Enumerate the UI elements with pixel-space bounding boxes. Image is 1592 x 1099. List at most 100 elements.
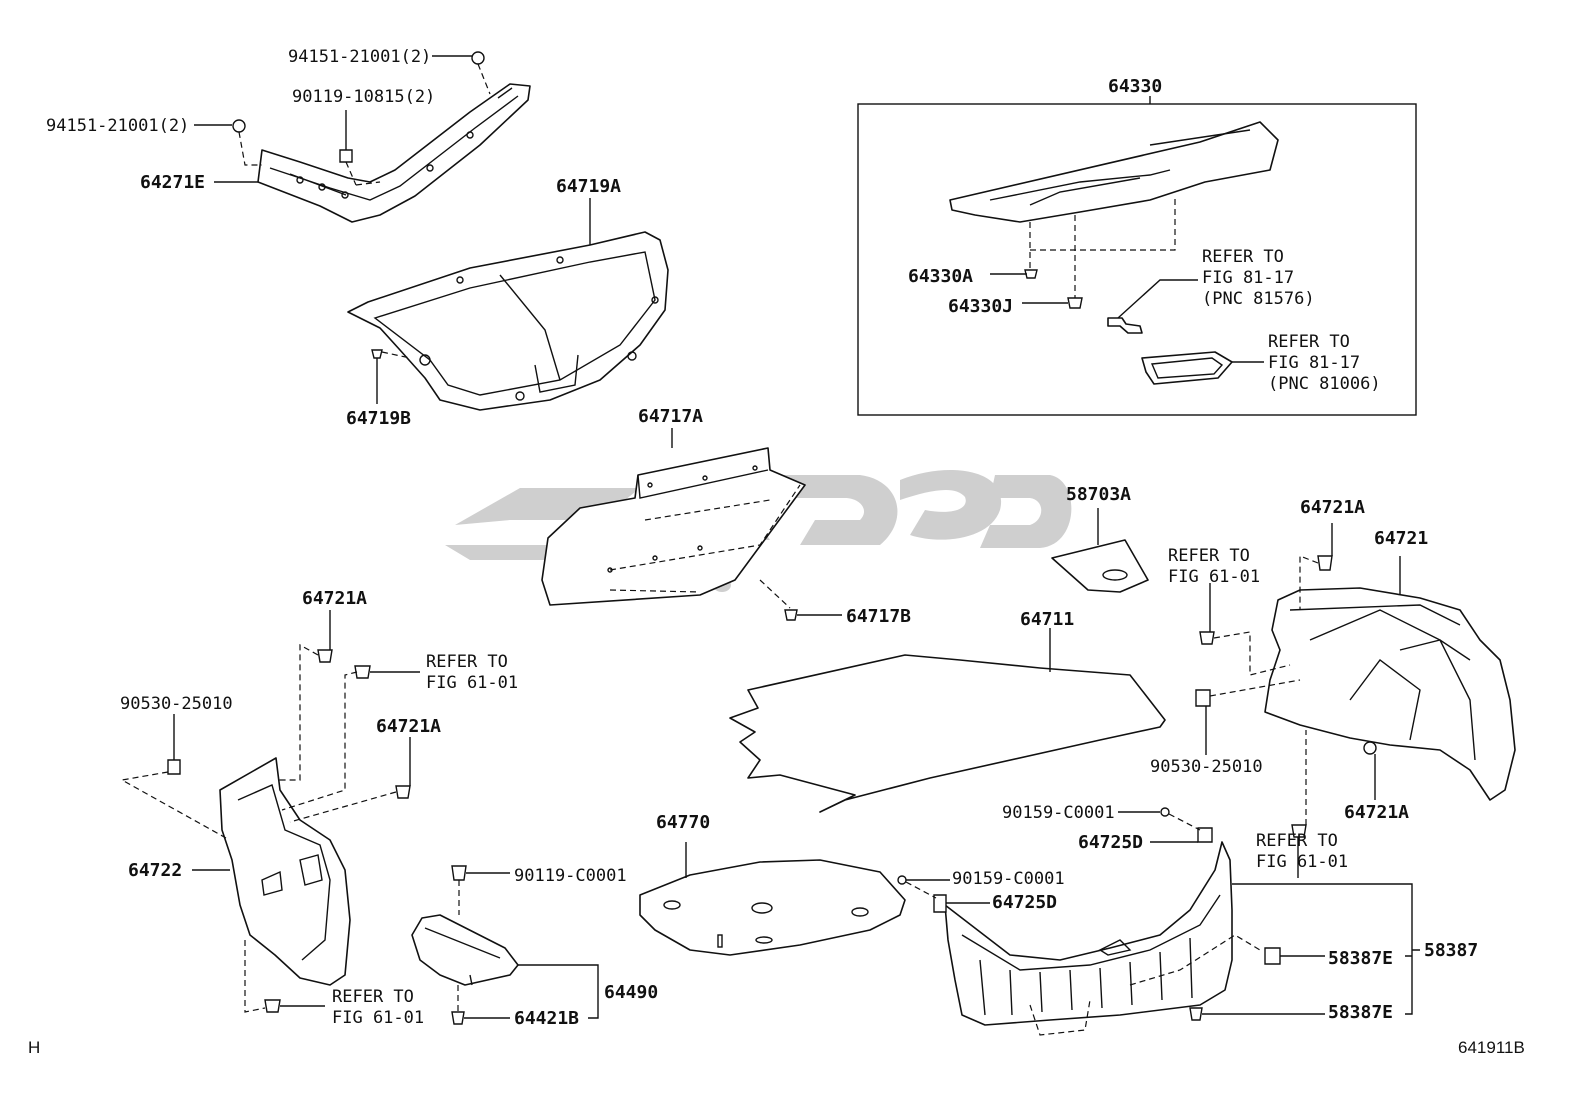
clip-refer-left-bottom-icon: [264, 999, 281, 1013]
tool-box-assembly: [411, 865, 599, 1025]
clip-58387E-bottom-icon: [1189, 1007, 1203, 1021]
parcel-shelf-assembly: [857, 96, 1417, 416]
clip-refer-left-top-icon: [354, 665, 371, 679]
label-64721A-left-top: 64721A: [302, 588, 367, 609]
clip-64717B-icon: [784, 609, 798, 621]
label-64711: 64711: [1020, 609, 1074, 630]
label-58387E-top: 58387E: [1328, 948, 1393, 969]
luggage-trim-cover: [541, 428, 842, 621]
left-side-trim: [120, 610, 420, 1013]
nut-90159-mid-icon: [897, 875, 907, 885]
svg-text:FIG 81-17: FIG 81-17: [1268, 353, 1360, 373]
note-refer-61-right: REFER TO FIG 61-01: [1168, 546, 1260, 587]
door-trim-64719A: [347, 231, 669, 411]
label-64330J: 64330J: [948, 296, 1013, 317]
clip-64721A-left-mid-icon: [395, 785, 411, 799]
trim-panel-64717A: [541, 447, 806, 606]
harness-connector-81576: [1107, 317, 1143, 334]
label-64717B: 64717B: [846, 606, 911, 627]
rear-trim-58387: [944, 841, 1233, 1026]
label-90530-left: 90530-25010: [120, 694, 233, 714]
note-refer-81576: REFER TO FIG 81-17 (PNC 81576): [1202, 247, 1315, 309]
label-64719A: 64719A: [556, 176, 621, 197]
clip-64330A-icon: [1024, 269, 1038, 279]
label-94151-left: 94151-21001(2): [46, 116, 189, 136]
nut-90159-top-icon: [1160, 807, 1170, 817]
label-64271E: 64271E: [140, 172, 205, 193]
label-64717A: 64717A: [638, 406, 703, 427]
svg-text:FIG 61-01: FIG 61-01: [1256, 852, 1348, 872]
svg-text:REFER TO: REFER TO: [332, 987, 414, 1007]
clip-64721A-right-top-icon: [1317, 555, 1333, 571]
clip-64330J-icon: [1067, 297, 1083, 309]
note-refer-61-left-bottom: REFER TO FIG 61-01: [332, 987, 424, 1028]
note-refer-61-right-bottom: REFER TO FIG 61-01: [1256, 831, 1348, 872]
label-90159-mid: 90159-C0001: [952, 869, 1065, 889]
label-58387: 58387: [1424, 940, 1478, 961]
note-refer-81006: REFER TO FIG 81-17 (PNC 81006): [1268, 332, 1381, 394]
label-64725D-top: 64725D: [1078, 832, 1143, 853]
label-64722: 64722: [128, 860, 182, 881]
parcel-shelf-trim: [949, 121, 1279, 223]
side-trim-64721: [1264, 587, 1516, 801]
label-90119-C0001: 90119-C0001: [514, 866, 627, 886]
luggage-door-reinforcement: [194, 51, 531, 223]
label-64330: 64330: [1108, 76, 1162, 97]
clip-64721A-right-bottom-icon: [1363, 741, 1377, 755]
pad-58703A: [1051, 539, 1149, 593]
clip-90530-left-icon: [167, 759, 181, 775]
svg-text:FIG 61-01: FIG 61-01: [332, 1008, 424, 1028]
label-64725D-mid: 64725D: [992, 892, 1057, 913]
bolt-90119-icon: [339, 149, 353, 163]
floor-mat-64711: [729, 654, 1166, 813]
nut-top-icon: [471, 51, 485, 65]
svg-text:(PNC 81576): (PNC 81576): [1202, 289, 1315, 309]
clip-64725D-mid-icon: [933, 894, 947, 913]
clip-refer-right-icon: [1199, 631, 1215, 645]
figure-id: 641911B: [1458, 1038, 1525, 1057]
rear-panel-trim: [897, 807, 1420, 1036]
corner-mark: H: [28, 1038, 40, 1057]
svg-text:FIG 81-17: FIG 81-17: [1202, 268, 1294, 288]
svg-text:REFER TO: REFER TO: [1168, 546, 1250, 566]
label-94151-top: 94151-21001(2): [288, 47, 431, 67]
clip-refer-right-bottom-icon: [1291, 824, 1307, 838]
label-64421B: 64421B: [514, 1008, 579, 1029]
deck-board: [639, 842, 906, 956]
clip-64421B-icon: [451, 1011, 465, 1025]
floor-pad-58703A: [1051, 508, 1149, 593]
label-90119-10815: 90119-10815(2): [292, 87, 435, 107]
label-64721A-left-mid: 64721A: [376, 716, 441, 737]
clip-64721A-left-top-icon: [317, 649, 333, 663]
svg-text:REFER TO: REFER TO: [1256, 831, 1338, 851]
clip-90530-right-icon: [1195, 689, 1211, 707]
clip-58387E-top-icon: [1264, 947, 1281, 965]
side-trim-64722: [219, 757, 351, 986]
light-bracket-81006: [1141, 351, 1233, 385]
clip-64725D-top-icon: [1197, 827, 1213, 843]
screw-90119-C0001-icon: [451, 865, 467, 881]
box-64490: [411, 914, 519, 986]
label-90530-right: 90530-25010: [1150, 757, 1263, 777]
right-side-trim: [1195, 523, 1516, 878]
label-58703A: 58703A: [1066, 484, 1131, 505]
clip-64719B-icon: [371, 349, 383, 359]
note-refer-61-left-top: REFER TO FIG 61-01: [426, 652, 518, 693]
svg-text:REFER TO: REFER TO: [426, 652, 508, 672]
svg-text:FIG 61-01: FIG 61-01: [1168, 567, 1260, 587]
svg-text:REFER TO: REFER TO: [1268, 332, 1350, 352]
luggage-floor-mat: [729, 628, 1166, 813]
label-64721A-right-bottom: 64721A: [1344, 802, 1409, 823]
svg-text:FIG 61-01: FIG 61-01: [426, 673, 518, 693]
assembly-box-64330: [857, 103, 1417, 416]
label-64770: 64770: [656, 812, 710, 833]
label-64719B: 64719B: [346, 408, 411, 429]
label-58387E-bottom: 58387E: [1328, 1002, 1393, 1023]
label-64330A: 64330A: [908, 266, 973, 287]
label-64721: 64721: [1374, 528, 1428, 549]
svg-text:(PNC 81006): (PNC 81006): [1268, 374, 1381, 394]
label-64490: 64490: [604, 982, 658, 1003]
nut-left-icon: [232, 119, 246, 133]
